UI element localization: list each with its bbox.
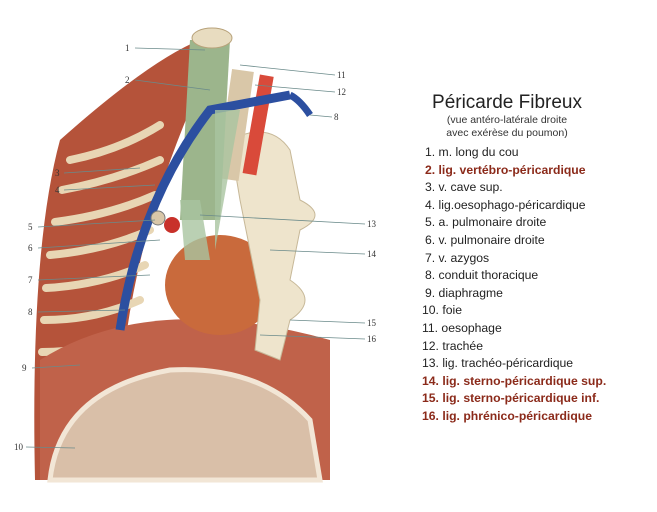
callout-12: 12 [337, 87, 346, 97]
anatomy-illustration: 1 2 3 4 5 6 7 8 9 10 11 12 8 13 14 15 16 [14, 27, 377, 483]
callout-2: 2 [125, 75, 130, 85]
callout-14: 14 [367, 249, 377, 259]
legend-item: 4. lig.oesophago-péricardique [425, 197, 586, 212]
legend-item: 7. v. azygos [425, 250, 490, 265]
legend: Péricarde Fibreux (vue antéro-latérale d… [422, 92, 652, 426]
legend-item: 13. lig. trachéo-péricardique [422, 356, 574, 371]
callout-7: 7 [28, 275, 33, 285]
vertebra [191, 27, 233, 49]
callout-11: 11 [337, 70, 346, 80]
legend-item: 8. conduit thoracique [425, 268, 539, 283]
legend-item: 10. foie [422, 303, 462, 318]
legend-item: 16. lig. phrénico-péricardique [422, 408, 592, 423]
legend-item: 9. diaphragme [425, 285, 503, 300]
azygos [288, 91, 313, 117]
callout-6: 6 [28, 243, 33, 253]
callout-3: 3 [55, 168, 60, 178]
callout-9: 9 [22, 363, 27, 373]
callout-15: 15 [367, 318, 377, 328]
legend-item: 1. m. long du cou [425, 145, 519, 159]
callout-8: 8 [28, 307, 33, 317]
legend-item: 3. v. cave sup. [425, 180, 503, 195]
legend-item: 15. lig. sterno-péricardique inf. [422, 391, 600, 406]
superior-vena-cava [115, 90, 291, 331]
legend-item: 6. v. pulmonaire droite [425, 232, 545, 247]
legend-item: 12. trachée [422, 338, 483, 353]
callout-numbers: 1 2 3 4 5 6 7 8 9 10 11 12 8 13 14 15 16 [14, 43, 377, 452]
pulmonary-artery [164, 217, 180, 233]
legend-item: 11. oesophage [422, 320, 502, 335]
legend-item: 5. a. pulmonaire droite [425, 215, 547, 230]
legend-title: Péricarde Fibreux [432, 92, 582, 113]
callout-1: 1 [125, 43, 130, 53]
legend-item: 2. lig. vertébro-péricardique [425, 162, 586, 177]
callout-16: 16 [367, 334, 377, 344]
callout-8b: 8 [334, 112, 339, 122]
leader-lines [25, 47, 366, 449]
callout-13: 13 [367, 219, 377, 229]
callout-10: 10 [14, 442, 24, 452]
liver [47, 367, 323, 483]
legend-item: 14. lig. sterno-péricardique sup. [422, 373, 607, 388]
callout-5: 5 [28, 222, 33, 232]
legend-list: 1. m. long du cou 2. lig. vertébro-périca… [422, 144, 652, 426]
callout-4: 4 [55, 185, 60, 195]
legend-subtitle-line1: (vue antéro-latérale droite [446, 114, 568, 126]
legend-subtitle-line2: avec exérèse du poumon) [446, 127, 568, 139]
pulmonary-vein [150, 210, 166, 226]
ligaments [180, 110, 240, 260]
